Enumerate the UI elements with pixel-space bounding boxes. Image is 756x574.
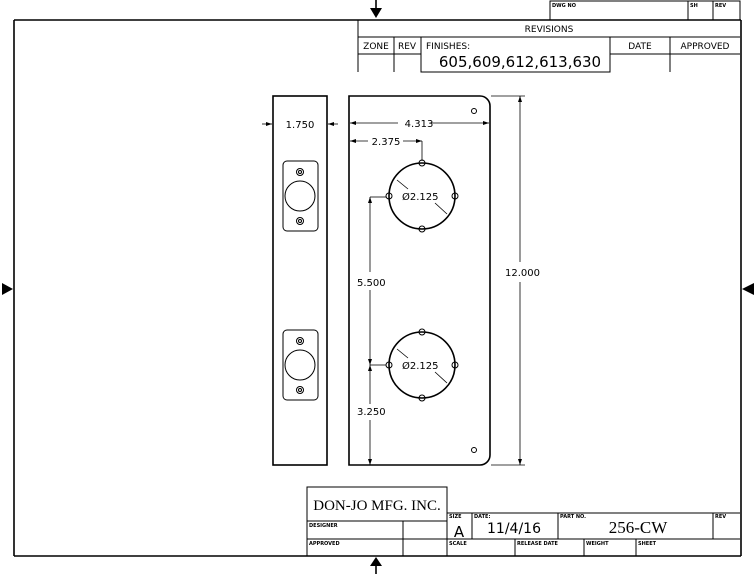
rev-block-label: REV [715,514,726,520]
revisions-title: REVISIONS [525,25,574,35]
left-center-arrow-icon [2,283,13,295]
upper-hole-diameter: Ø2.125 [402,191,439,203]
lower-hole [385,328,459,402]
bottom-offset-dimension: 3.250 [357,407,386,418]
date-value: 11/4/16 [487,521,541,537]
weight-label: WEIGHT [586,541,609,547]
part-no-value: 256-CW [609,518,669,537]
release-date-label: RELEASE DATE [517,541,559,547]
side-view [262,95,338,466]
size-label: SIZE [449,514,462,520]
scale-label: SCALE [449,541,467,547]
height-dimension: 12.000 [505,268,540,279]
hole-offset-dimension: 2.375 [372,137,401,148]
approved-label: APPROVED [309,541,340,547]
bottom-center-arrow-icon [370,557,382,566]
dwg-no-label: DWG NO [552,3,576,9]
approved-header: APPROVED [681,42,730,52]
rev-header: REV [398,42,417,52]
hole-spacing-dimension: 5.500 [357,278,386,289]
date-label: DATE: [474,514,490,520]
finishes-value: 605,609,612,613,630 [439,53,601,71]
title-block [306,486,740,556]
sheet-label: SHEET [638,541,657,547]
finishes-header: FINISHES: [426,42,470,52]
sh-label: SH [690,3,698,9]
rev-label: REV [715,3,726,9]
zone-header: ZONE [363,42,389,52]
right-center-arrow-icon [742,283,754,295]
part-no-label: PART NO. [560,514,586,520]
size-value: A [454,523,465,541]
top-center-arrow-icon [370,8,382,18]
designer-label: DESIGNER [309,523,338,529]
plate-width-dimension: 4.313 [405,119,434,130]
date-header: DATE [628,42,652,52]
company-name: DON-JO MFG. INC. [313,498,441,514]
side-width-dimension: 1.750 [286,120,315,131]
revisions-block: DWG NO SH REV REVISIONS ZONE REV FINISHE… [357,0,741,73]
lower-hole-diameter: Ø2.125 [402,360,439,372]
plate-view [348,95,525,466]
